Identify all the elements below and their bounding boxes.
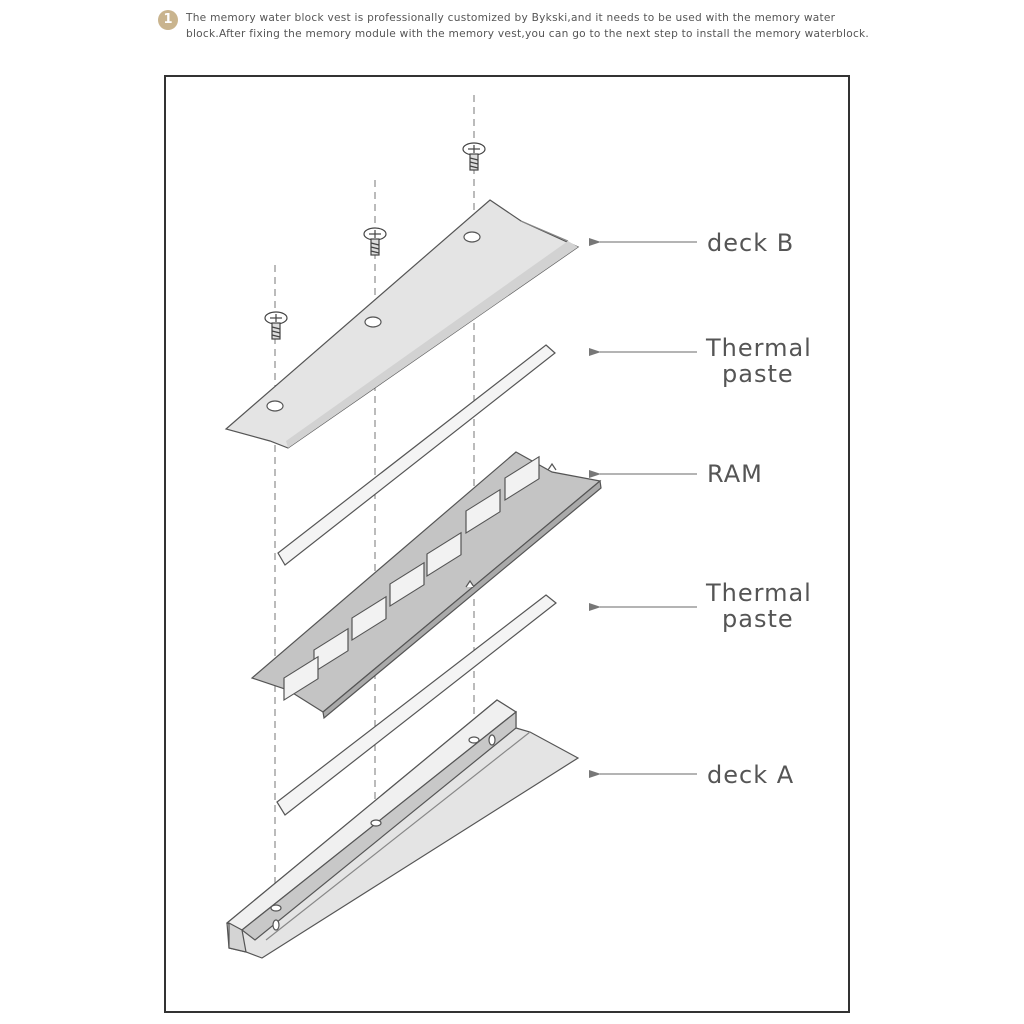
deck-b-hole-1 xyxy=(266,400,284,412)
screw-right-icon xyxy=(462,142,486,171)
label-thermal-bottom-line2: paste xyxy=(722,605,794,633)
label-ram: RAM xyxy=(707,460,763,488)
deck-a-part xyxy=(225,699,580,959)
screw-middle-icon xyxy=(363,227,387,256)
thermal-paste-top-part xyxy=(277,344,556,566)
label-thermal-bottom-line1: Thermal xyxy=(705,579,812,607)
deck-b-hole-2 xyxy=(364,316,382,328)
callout-arrows xyxy=(589,238,697,778)
deck-a-hole-1 xyxy=(270,904,282,912)
ram-chip-2 xyxy=(465,488,501,534)
deck-b-hole-3 xyxy=(463,231,481,243)
ram-chip-7 xyxy=(283,655,319,701)
step-description: The memory water block vest is professio… xyxy=(186,12,870,40)
ram-chip-4 xyxy=(389,561,425,607)
deck-a-hole-3 xyxy=(468,736,480,744)
label-deck-b: deck B xyxy=(707,229,794,257)
label-deck-a: deck A xyxy=(707,761,794,789)
screw-left-icon xyxy=(264,311,288,340)
diagram-frame xyxy=(164,75,850,1013)
deck-a-hole-2 xyxy=(370,819,382,827)
step-number-badge: 1 xyxy=(158,10,178,30)
label-thermal-top-line1: Thermal xyxy=(705,334,812,362)
deck-b-part xyxy=(224,199,580,449)
thermal-paste-bottom-part xyxy=(276,594,557,816)
label-thermal-top-line2: paste xyxy=(722,360,794,388)
alignment-lines xyxy=(274,95,475,935)
ram-chip-3 xyxy=(426,531,462,577)
ram-module-part xyxy=(250,451,602,720)
ram-chip-1 xyxy=(504,455,540,501)
ram-chip-5 xyxy=(351,595,387,641)
